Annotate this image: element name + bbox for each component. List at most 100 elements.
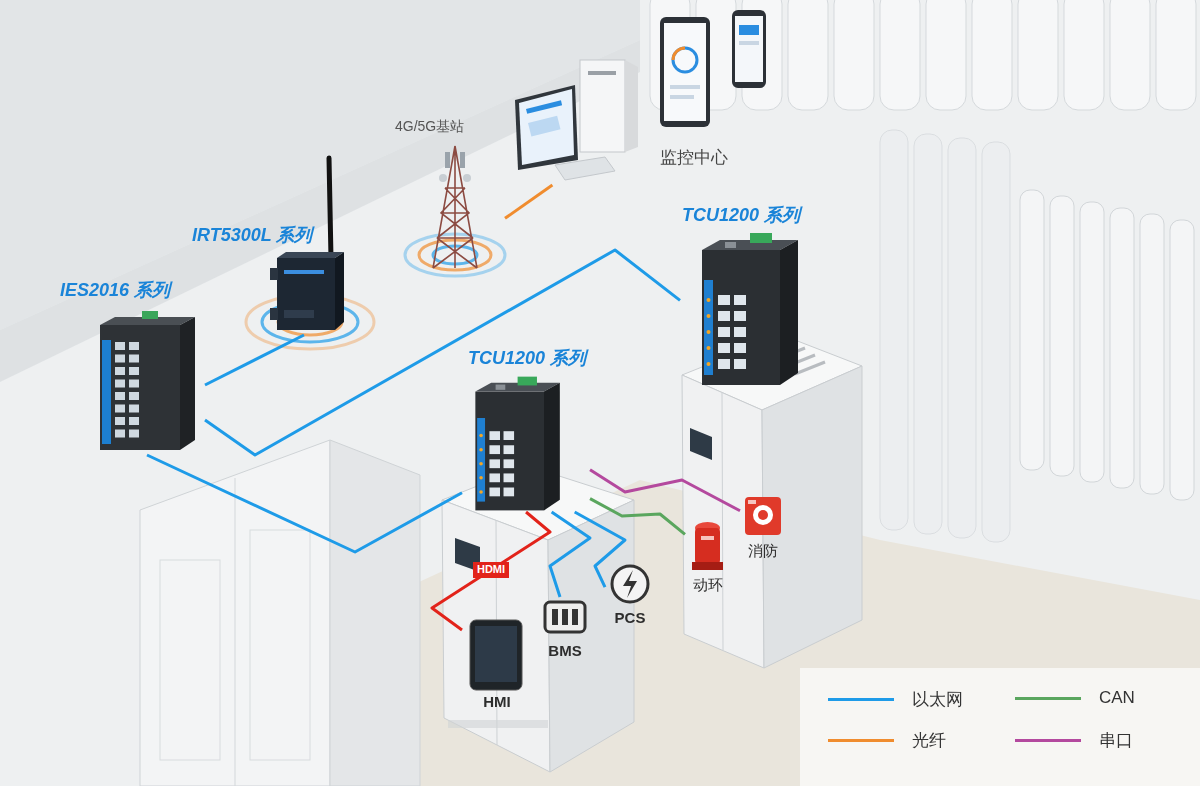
illustration-part — [702, 250, 780, 385]
illustration-part — [479, 434, 483, 438]
illustration-part — [475, 392, 544, 511]
illustration-part — [673, 48, 697, 72]
illustration-part — [479, 448, 483, 452]
connector — [590, 470, 740, 511]
illustration-part — [129, 380, 139, 388]
hmi-panel: HMI — [462, 615, 532, 715]
illustration-part — [129, 367, 139, 375]
monitoring-center-icon — [510, 5, 775, 185]
illustration-part — [330, 440, 420, 786]
connector — [432, 512, 550, 630]
legend-swatch — [828, 698, 894, 701]
illustration-part — [142, 311, 158, 319]
illustration-part — [250, 530, 310, 760]
illustration-part — [270, 308, 278, 320]
illustration-part — [623, 570, 637, 598]
legend-text: 光纤 — [912, 729, 946, 752]
illustration-part — [748, 500, 756, 504]
illustration-part — [1018, 0, 1058, 110]
connector — [205, 335, 304, 385]
illustration-part — [504, 459, 515, 468]
illustration-part — [739, 25, 759, 35]
node-label: 消防 — [748, 542, 778, 559]
illustration-part — [735, 16, 763, 82]
illustration-part — [795, 362, 825, 374]
edge-label: HDMI — [473, 562, 509, 577]
illustration-part — [702, 233, 798, 385]
illustration-part — [580, 60, 625, 152]
illustration-part — [734, 359, 746, 369]
illustration-part — [475, 626, 517, 682]
illustration-part — [718, 359, 730, 369]
node-label: IES2016 系列 — [60, 280, 170, 301]
illustration-part — [504, 445, 515, 454]
illustration-part — [0, 40, 640, 382]
environment-alarm: 动环 — [685, 518, 730, 600]
node-label: HMI — [483, 693, 511, 710]
tcu-device-icon — [680, 205, 805, 385]
monitoring-center: 监控中心 — [510, 5, 775, 185]
illustration-part — [707, 362, 711, 366]
illustration-part — [880, 0, 920, 110]
legend-item: 串口 — [1015, 729, 1133, 752]
illustration-part — [555, 157, 615, 180]
legend-swatch — [828, 739, 894, 742]
illustration-part — [834, 0, 874, 110]
illustration-part — [753, 505, 773, 525]
illustration-part — [140, 440, 330, 786]
connector — [550, 512, 590, 597]
illustration-part — [460, 152, 465, 168]
illustration-part — [673, 48, 685, 60]
node-label: 4G/5G基站 — [395, 118, 464, 134]
illustration-part — [1080, 202, 1104, 482]
illustration-part — [660, 17, 710, 127]
illustration-part — [758, 510, 768, 520]
illustration-part — [1140, 214, 1164, 494]
bms-unit: BMS — [540, 597, 590, 669]
node-label: TCU1200 系列 — [682, 205, 800, 226]
illustration-part — [734, 327, 746, 337]
illustration-part — [479, 490, 483, 494]
illustration-part — [115, 405, 125, 413]
illustration-part — [526, 100, 562, 114]
illustration-part — [115, 430, 125, 438]
illustration-part — [562, 609, 568, 625]
illustration-part — [701, 536, 714, 540]
node-label: PCS — [615, 609, 646, 626]
illustration-part — [745, 497, 781, 535]
illustration-part — [284, 270, 324, 274]
illustration-part — [129, 355, 139, 363]
illustration-part — [572, 609, 578, 625]
illustration-part — [504, 431, 515, 440]
illustration-part — [625, 60, 638, 152]
illustration-part — [433, 146, 477, 268]
illustration-part — [1020, 190, 1044, 470]
illustration-part — [926, 0, 966, 110]
illustration-part — [489, 431, 500, 440]
legend-item: CAN — [1015, 688, 1135, 708]
illustration-part — [664, 23, 706, 121]
illustration-part — [725, 242, 736, 248]
illustration-part — [475, 377, 559, 511]
illustration-part — [479, 462, 483, 466]
node-label: 监控中心 — [660, 148, 728, 168]
illustration-part — [479, 476, 483, 480]
illustration-part — [504, 488, 515, 497]
illustration-part — [670, 85, 700, 89]
illustration-part — [704, 280, 713, 375]
illustration-part — [545, 602, 585, 632]
illustration-part — [129, 405, 139, 413]
illustration-part — [489, 445, 500, 454]
illustration-part — [544, 383, 560, 511]
illustration-part — [129, 392, 139, 400]
illustration-part — [528, 116, 560, 137]
illustration-part — [552, 609, 558, 625]
illustration-part — [788, 0, 828, 110]
illustration-part — [0, 0, 640, 330]
illustration-part — [1110, 0, 1150, 110]
connector — [505, 185, 552, 218]
illustration-part — [718, 343, 730, 353]
base-station: 4G/5G基站 — [395, 118, 505, 270]
